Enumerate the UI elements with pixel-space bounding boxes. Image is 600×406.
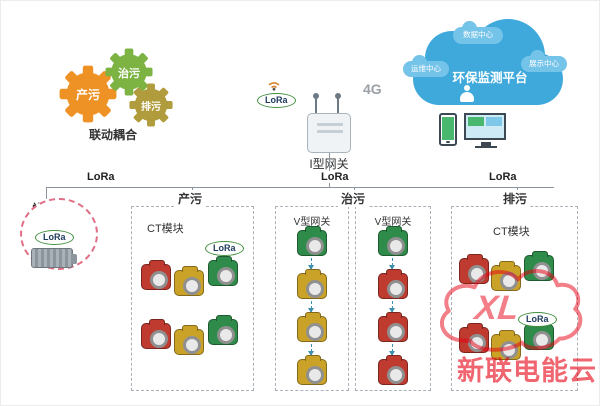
network-4g-icon: 4G <box>363 81 382 97</box>
gear-zhiwu-icon <box>105 48 153 96</box>
ct-module-icon <box>297 355 327 385</box>
gear-paiwu-label: 排污 <box>141 102 161 113</box>
v-gateway-label-right: V型网关 <box>374 217 412 228</box>
lora-badge-gateway: LoRa <box>257 93 296 108</box>
cloud-sub-data-center: 数据中心 <box>453 21 503 44</box>
phone-icon <box>439 113 457 146</box>
zone-title-zhiwu: 治污 <box>338 190 369 207</box>
zone-title-chanwu: 产污 <box>175 190 206 207</box>
ct-module-icon <box>174 325 204 355</box>
watermark-brand: 新联电能云 <box>457 356 597 386</box>
dashed-arrow-icon <box>389 301 395 314</box>
zone-title-paiwu: 排污 <box>500 190 531 207</box>
lora-badge-chanwu: LoRa <box>205 241 244 256</box>
connector-gateway <box>329 151 330 187</box>
cloud-sub-data-center-label: 数据中心 <box>463 30 493 39</box>
ct-module-label-paiwu: CT模块 <box>493 226 530 238</box>
bus-lora-right: LoRa <box>487 171 519 183</box>
zone-box-paiwu <box>451 206 578 391</box>
gear-paiwu-icon <box>129 83 173 127</box>
person-icon <box>459 85 475 102</box>
ct-module-icon <box>378 312 408 342</box>
monitor-base-icon <box>475 146 497 148</box>
cloud-sub-ops-center-label: 运维中心 <box>411 64 441 73</box>
ct-module-icon <box>208 256 238 286</box>
cloud-sub-display-center-label: 展示中心 <box>529 59 559 68</box>
ct-module-icon <box>297 312 327 342</box>
antenna-icon <box>335 93 341 113</box>
bus-lora-center: LoRa <box>319 171 351 183</box>
gear-chanwu-icon <box>59 65 117 123</box>
ct-module-icon <box>141 319 171 349</box>
v-gateway-label-left: V型网关 <box>293 217 331 228</box>
monitor-stand-icon <box>481 142 491 146</box>
lora-badge-main-meter: LoRa <box>35 230 74 245</box>
ct-module-label-chanwu: CT模块 <box>147 223 184 235</box>
zone-box-chanwu <box>131 206 254 391</box>
ct-module-icon <box>174 266 204 296</box>
lora-bus-line <box>46 187 554 188</box>
ct-module-icon <box>378 355 408 385</box>
ct-module-icon <box>208 315 238 345</box>
v-gateway-device-icon <box>297 226 327 256</box>
ct-module-icon <box>141 260 171 290</box>
dashed-arrow-icon <box>389 258 395 271</box>
v-gateway-device-icon <box>378 226 408 256</box>
dashed-arrow-icon <box>308 258 314 271</box>
cloud-sub-ops-center: 运维中心 <box>403 55 449 77</box>
watermark-logo-text: XL <box>473 289 521 327</box>
watermark-cloud-logo <box>440 269 583 352</box>
gear-chanwu-label: 产污 <box>75 88 100 102</box>
coupling-caption: 联动耦合 <box>88 128 137 142</box>
gateway-device-icon <box>307 113 351 153</box>
dashed-arrow-icon <box>389 344 395 357</box>
wireless-signal-icon <box>268 82 280 91</box>
antenna-icon <box>313 93 319 113</box>
gear-zhiwu-label: 治污 <box>118 68 140 80</box>
ct-module-icon <box>297 269 327 299</box>
monitor-icon <box>464 113 506 140</box>
cloud-platform-label: 环保监测平台 <box>452 71 528 85</box>
lora-badge-paiwu: LoRa <box>518 312 557 327</box>
bus-lora-left: LoRa <box>85 171 117 183</box>
meter-device-icon <box>31 248 77 268</box>
dashed-arrow-icon <box>308 301 314 314</box>
cloud-sub-display-center: 展示中心 <box>521 50 567 72</box>
dashed-arrow-icon <box>308 344 314 357</box>
ct-module-icon <box>378 269 408 299</box>
connector-main-meter <box>46 187 47 199</box>
